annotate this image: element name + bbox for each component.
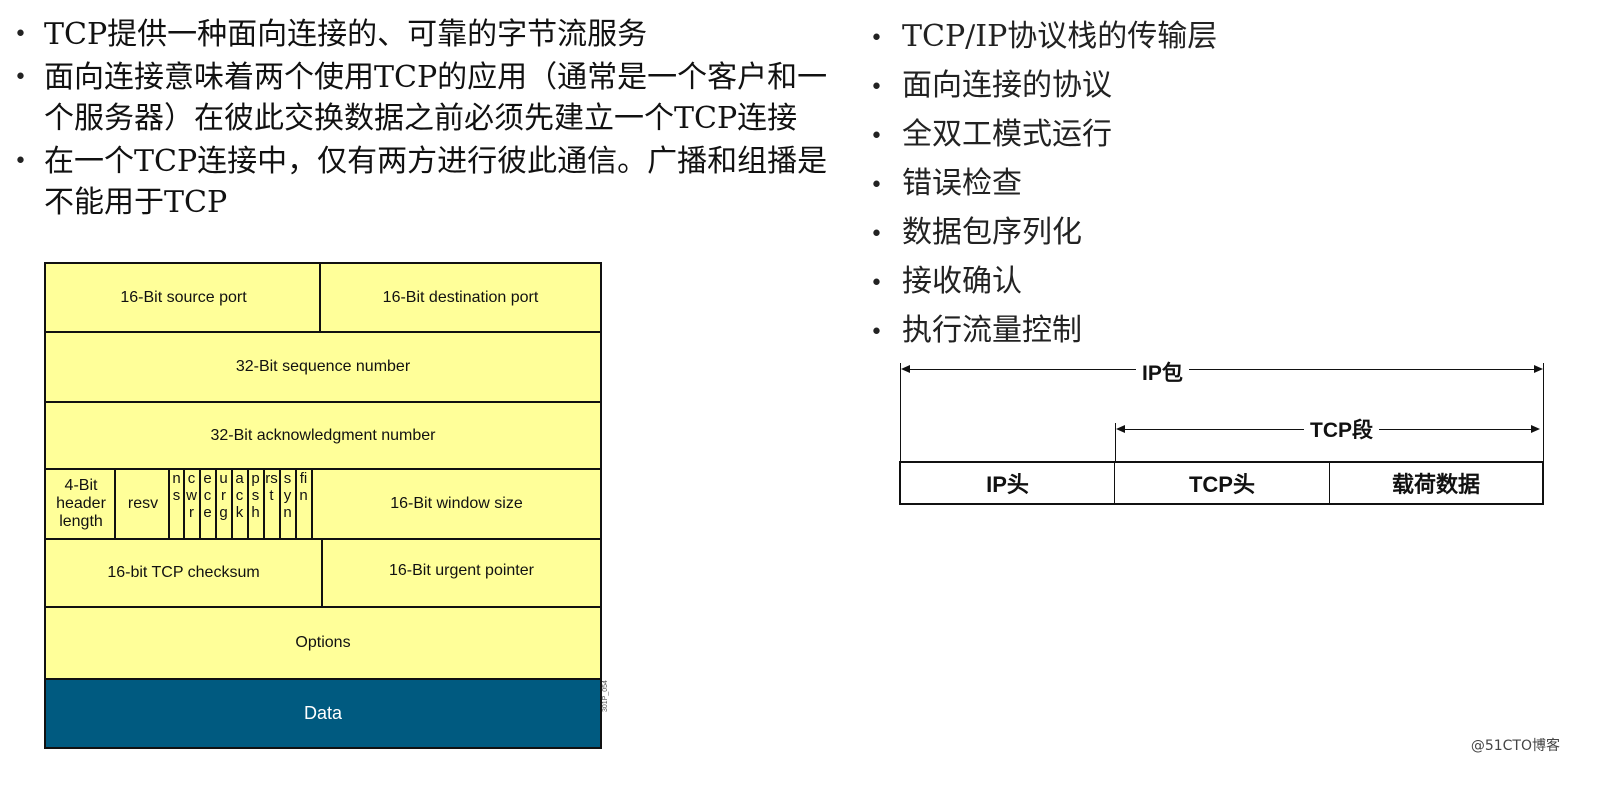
divider	[46, 401, 600, 403]
bullet-error-check: 错误检查	[866, 159, 1586, 210]
flag-syn: syn	[283, 470, 292, 521]
right-bullet-list: TCP/IP协议栈的传输层 面向连接的协议 全双工模式运行 错误检查 数据包序列…	[866, 12, 1586, 357]
bullet-full-duplex: 全双工模式运行	[866, 110, 1586, 161]
options-field: Options	[295, 634, 351, 651]
data-field: Data	[46, 680, 600, 747]
tcp-segment-label: TCP段	[1304, 414, 1379, 444]
flag-ack: ack	[235, 470, 244, 521]
divider	[215, 470, 217, 538]
figure-id: 301P_054	[602, 680, 609, 712]
flag-cwr: cwr	[186, 470, 197, 521]
divider	[183, 470, 185, 538]
ip-header-cell: IP头	[901, 463, 1115, 503]
bullet-tcp-service: TCP提供一种面向连接的、可靠的字节流服务	[14, 14, 844, 55]
ip-packet-label: IP包	[1136, 357, 1189, 387]
arrow-right-icon	[1534, 365, 1543, 373]
header-length-field: 4-Bit header length	[56, 477, 106, 530]
bullet-connection-protocol: 面向连接的协议	[866, 61, 1586, 112]
flag-fin: fin	[299, 470, 308, 504]
divider	[46, 678, 600, 680]
flag-ns: ns	[172, 470, 181, 504]
flag-urg: urg	[219, 470, 228, 521]
watermark: @51CTO博客	[1470, 738, 1560, 754]
arrow-left-icon	[901, 365, 910, 373]
divider	[114, 470, 116, 538]
source-port-field: 16-Bit source port	[120, 289, 247, 306]
tcp-header-diagram: 16-Bit source port 16-Bit destination po…	[44, 262, 602, 749]
checksum-field: 16-bit TCP checksum	[107, 564, 260, 581]
bullet-flow-control: 执行流量控制	[866, 306, 1586, 357]
ip-packet-right-tick	[1543, 363, 1544, 461]
bullet-acknowledgment: 接收确认	[866, 257, 1586, 308]
divider	[319, 264, 321, 332]
left-bullet-list: TCP提供一种面向连接的、可靠的字节流服务 面向连接意味着两个使用TCP的应用（…	[14, 14, 844, 225]
ack-number-field: 32-Bit acknowledgment number	[210, 426, 436, 444]
divider	[231, 470, 233, 538]
resv-field: resv	[127, 495, 159, 512]
divider	[295, 470, 297, 538]
urgent-pointer-field: 16-Bit urgent pointer	[389, 562, 534, 579]
destination-port-field: 16-Bit destination port	[382, 289, 539, 306]
divider	[46, 538, 600, 540]
bullet-two-parties: 在一个TCP连接中，仅有两方进行彼此通信。广播和组播是不能用于TCP	[14, 141, 844, 223]
divider	[247, 470, 249, 538]
divider	[199, 470, 201, 538]
ip-packet-left-tick	[900, 363, 901, 461]
tcp-segment-left-tick	[1115, 423, 1116, 461]
sequence-number-field: 32-Bit sequence number	[235, 358, 411, 375]
bullet-sequencing: 数据包序列化	[866, 208, 1586, 259]
tcp-header-cell: TCP头	[1115, 463, 1330, 503]
divider	[46, 468, 600, 470]
divider	[279, 470, 281, 538]
divider	[311, 470, 313, 538]
flag-ece: ece	[203, 470, 212, 521]
payload-cell: 载荷数据	[1391, 472, 1480, 497]
divider	[168, 470, 170, 538]
ip-packet-arrow	[904, 369, 1540, 370]
flag-psh: psh	[251, 470, 260, 521]
divider	[46, 331, 600, 333]
ip-packet-box: IP头 TCP头 载荷数据	[899, 461, 1544, 505]
divider	[263, 470, 265, 538]
divider	[46, 606, 600, 608]
bullet-connection-oriented: 面向连接意味着两个使用TCP的应用（通常是一个客户和一个服务器）在彼此交换数据之…	[14, 57, 844, 139]
divider	[321, 540, 323, 606]
arrow-left-icon	[1116, 425, 1125, 433]
flag-rst: rst	[265, 470, 278, 504]
window-size-field: 16-Bit window size	[390, 495, 523, 512]
bullet-transport-layer: TCP/IP协议栈的传输层	[866, 12, 1586, 63]
arrow-right-icon	[1531, 425, 1540, 433]
